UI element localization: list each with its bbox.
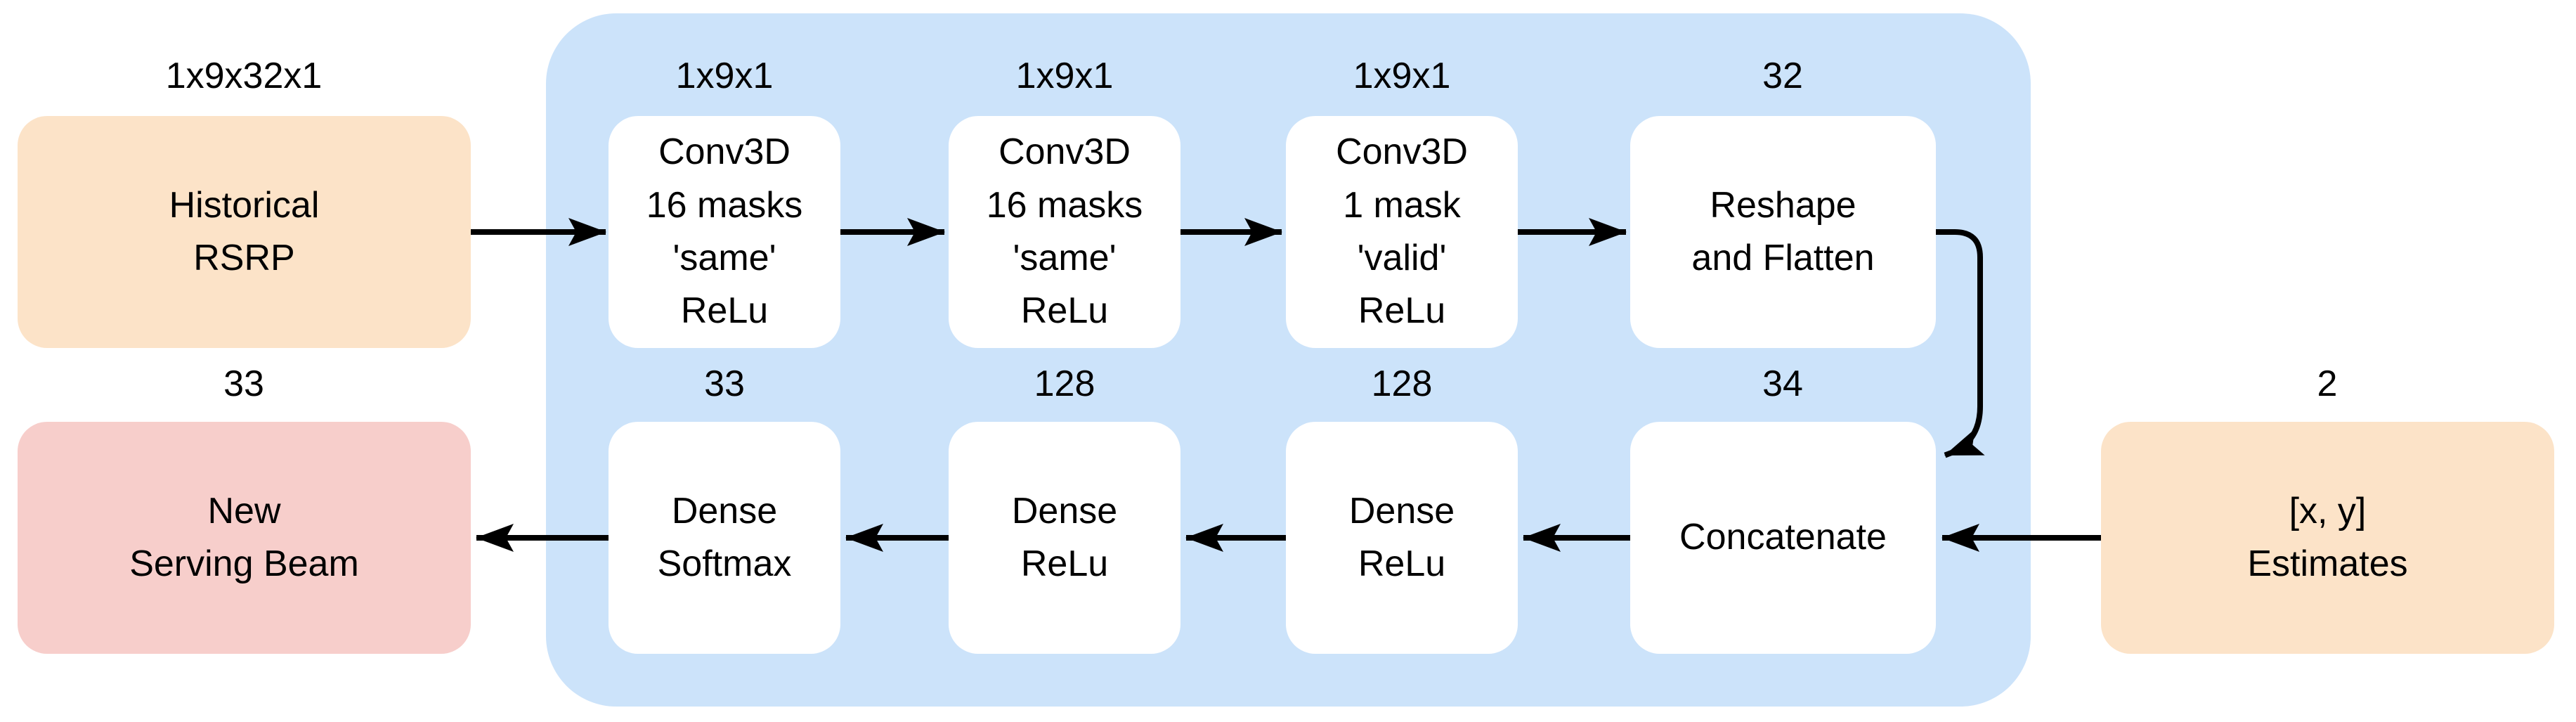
node-new-serving-beam: New Serving Beam — [18, 422, 471, 654]
dim-label-dense-relu-2: 128 — [1371, 363, 1433, 404]
dim-label-dense-softmax: 33 — [704, 363, 745, 404]
node-conv3d-2: Conv3D 16 masks 'same' ReLu — [949, 116, 1180, 348]
dim-label-dense-relu-1: 128 — [1034, 363, 1095, 404]
node-dense-softmax: Dense Softmax — [609, 422, 840, 654]
node-conv3d-1: Conv3D 16 masks 'same' ReLu — [609, 116, 840, 348]
node-concatenate: Concatenate — [1630, 422, 1936, 654]
node-conv3d-3: Conv3D 1 mask 'valid' ReLu — [1286, 116, 1518, 348]
node-xy-estimates: [x, y] Estimates — [2101, 422, 2554, 654]
node-historical-rsrp: Historical RSRP — [18, 116, 471, 348]
node-dense-relu-1: Dense ReLu — [949, 422, 1180, 654]
dim-label-xy-estimates: 2 — [2317, 363, 2338, 404]
dim-label-new-serving-beam: 33 — [223, 363, 264, 404]
node-reshape-flatten: Reshape and Flatten — [1630, 116, 1936, 348]
dim-label-concatenate: 34 — [1762, 363, 1803, 404]
dim-label-conv3d-2: 1x9x1 — [1015, 56, 1114, 96]
dim-label-conv3d-3: 1x9x1 — [1353, 56, 1451, 96]
dim-label-historical-rsrp: 1x9x32x1 — [165, 56, 323, 96]
arrow-reshape-to-concatenate — [1936, 229, 1985, 458]
dim-label-reshape-flatten: 32 — [1762, 56, 1803, 96]
node-dense-relu-2: Dense ReLu — [1286, 422, 1518, 654]
dim-label-conv3d-1: 1x9x1 — [675, 56, 774, 96]
